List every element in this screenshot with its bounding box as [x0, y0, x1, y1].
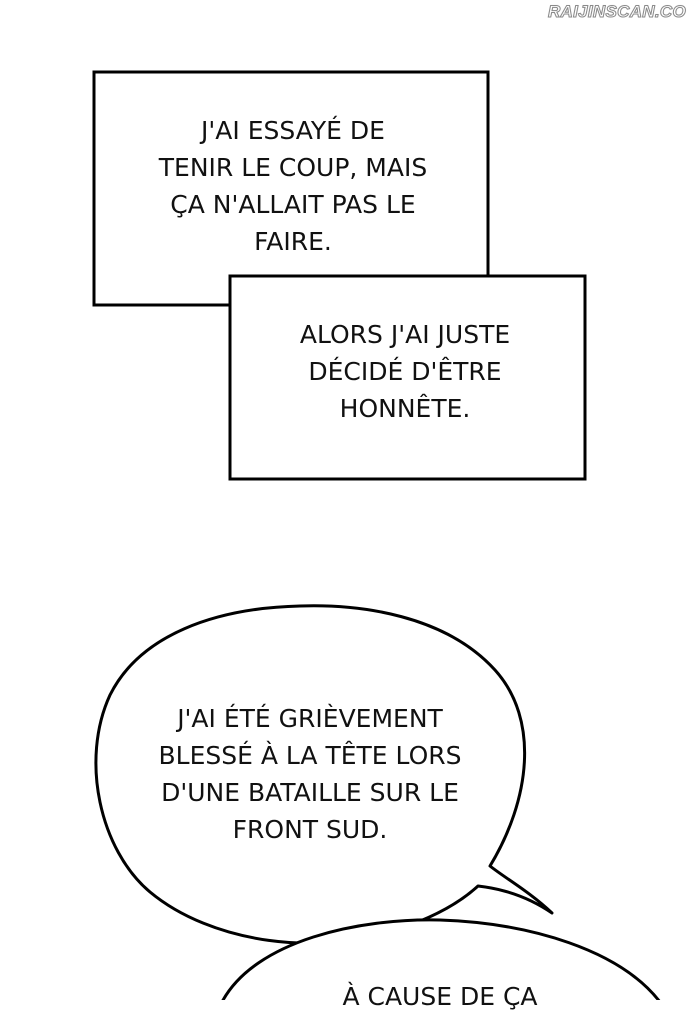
speech-bubble-2-text: À CAUSE DE ÇA — [342, 982, 538, 1011]
watermark: RAIJINSCAN.CO — [547, 2, 686, 22]
speech-bubble-1 — [94, 604, 554, 945]
caption-box-1-text: J'AI ESSAYÉ DE TENIR LE COUP, MAIS ÇA N'… — [158, 116, 428, 256]
caption-box-2 — [228, 274, 587, 481]
caption-box-1 — [92, 70, 490, 307]
speech-bubble-2 — [221, 918, 661, 1000]
caption-box-join-cover — [232, 278, 486, 303]
caption-box-2-text: ALORS J'AI JUSTE DÉCIDÉ D'ÊTRE HONNÊTE. — [299, 320, 511, 423]
speech-bubble-1-text: J'AI ÉTÉ GRIÈVEMENT BLESSÉ À LA TÊTE LOR… — [158, 704, 462, 844]
